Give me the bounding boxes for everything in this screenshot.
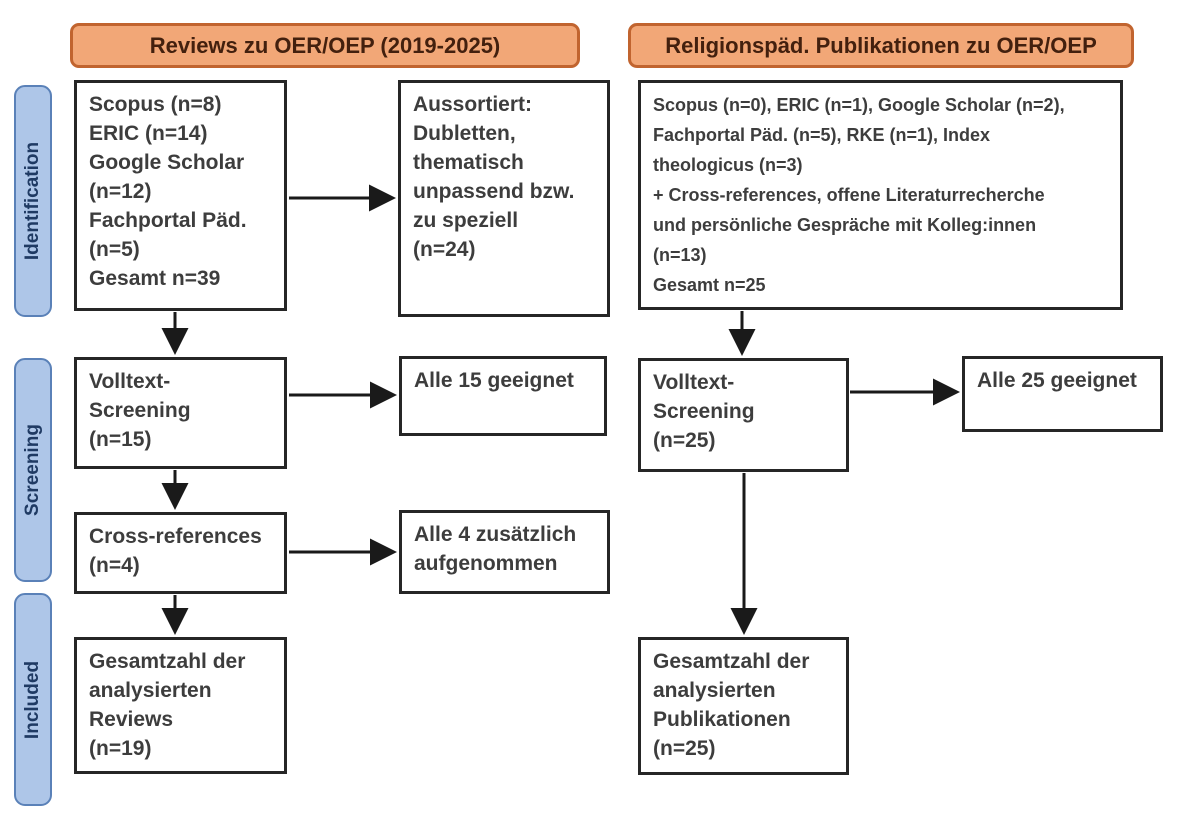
box-left-sources: Scopus (n=8) ERIC (n=14) Google Scholar …	[74, 80, 287, 311]
stage-label-identification: Identification	[14, 85, 52, 317]
box-right-fulltext-result: Alle 25 geeignet	[962, 356, 1163, 432]
box-left-fulltext-result: Alle 15 geeignet	[399, 356, 607, 436]
column-header-religionspaed: Religionspäd. Publikationen zu OER/OEP	[628, 23, 1134, 68]
stage-label-identification-text: Identification	[22, 141, 44, 261]
box-left-included-total: Gesamtzahl der analysierten Reviews (n=1…	[74, 637, 287, 774]
stage-label-included: Included	[14, 593, 52, 806]
box-left-cross-references-result: Alle 4 zusätzlich aufgenommen	[399, 510, 610, 594]
stage-label-included-text: Included	[22, 660, 43, 739]
box-left-cross-references: Cross-references (n=4)	[74, 512, 287, 594]
box-left-excluded: Aussortiert: Dubletten, thematisch unpas…	[398, 80, 610, 317]
stage-label-screening: Screening	[14, 358, 52, 582]
box-left-fulltext-screening: Volltext- Screening (n=15)	[74, 357, 287, 469]
stage-label-screening-text: Screening	[22, 424, 43, 516]
box-right-fulltext-screening: Volltext- Screening (n=25)	[638, 358, 849, 472]
box-right-sources: Scopus (n=0), ERIC (n=1), Google Scholar…	[638, 80, 1123, 310]
box-right-included-total: Gesamtzahl der analysierten Publikatione…	[638, 637, 849, 775]
column-header-reviews: Reviews zu OER/OEP (2019-2025)	[70, 23, 580, 68]
